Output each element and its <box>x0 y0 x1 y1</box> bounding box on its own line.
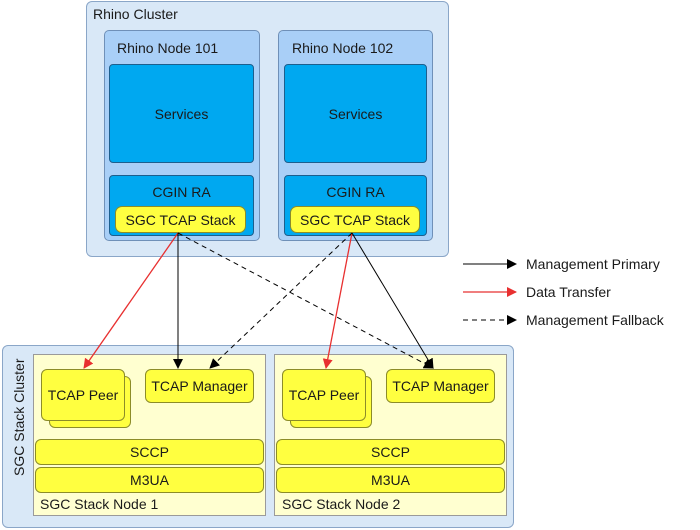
tcap-manager-2: TCAP Manager <box>386 369 495 403</box>
legend-fallback-label: Management Fallback <box>526 312 664 328</box>
sccp-2: SCCP <box>276 439 505 465</box>
fallback-arrow-101-manager2 <box>177 232 434 369</box>
tcap-manager-1: TCAP Manager <box>145 369 254 403</box>
sccp-1: SCCP <box>35 439 264 465</box>
tcap-peer-2: TCAP Peer <box>282 369 366 421</box>
tcap-peer-1: TCAP Peer <box>41 369 125 421</box>
m3ua-label-1: M3UA <box>130 472 169 488</box>
cgin-ra-label-102: CGIN RA <box>326 184 385 200</box>
services-label-102: Services <box>328 105 383 122</box>
tcap-peer-label-2: TCAP Peer <box>288 387 360 403</box>
sccp-label-2: SCCP <box>371 444 410 460</box>
sgc-tcap-stack-102: SGC TCAP Stack <box>290 206 420 233</box>
legend-data-label: Data Transfer <box>526 284 611 300</box>
cgin-ra-label-101: CGIN RA <box>152 184 211 200</box>
sccp-label-1: SCCP <box>130 444 169 460</box>
m3ua-1: M3UA <box>35 467 264 493</box>
tcap-peer-label-1: TCAP Peer <box>47 387 119 403</box>
primary-arrow-102-manager2 <box>351 232 434 369</box>
m3ua-label-2: M3UA <box>371 472 410 488</box>
rhino-node-102-title: Rhino Node 102 <box>292 40 394 56</box>
data-transfer-arrow-102-peer2 <box>322 232 353 369</box>
services-box-101: Services <box>109 64 254 163</box>
services-label-101: Services <box>154 105 209 122</box>
tcap-manager-label-2: TCAP Manager <box>392 378 489 394</box>
tcap-manager-label-1: TCAP Manager <box>151 378 248 394</box>
services-box-102: Services <box>284 64 427 163</box>
sgc-stack-node-1-title: SGC Stack Node 1 <box>40 496 159 512</box>
rhino-cluster-title: Rhino Cluster <box>93 6 178 22</box>
data-transfer-arrow-101-peer1 <box>83 232 179 369</box>
sgc-tcap-stack-label-101: SGC TCAP Stack <box>125 211 236 228</box>
fallback-arrow-102-manager1 <box>209 232 353 369</box>
legend-primary-label: Management Primary <box>526 256 660 272</box>
sgc-tcap-stack-101: SGC TCAP Stack <box>115 206 246 233</box>
rhino-node-101-title: Rhino Node 101 <box>117 40 219 56</box>
sgc-stack-node-2-title: SGC Stack Node 2 <box>282 496 401 512</box>
m3ua-2: M3UA <box>276 467 505 493</box>
sgc-tcap-stack-label-102: SGC TCAP Stack <box>300 211 410 228</box>
